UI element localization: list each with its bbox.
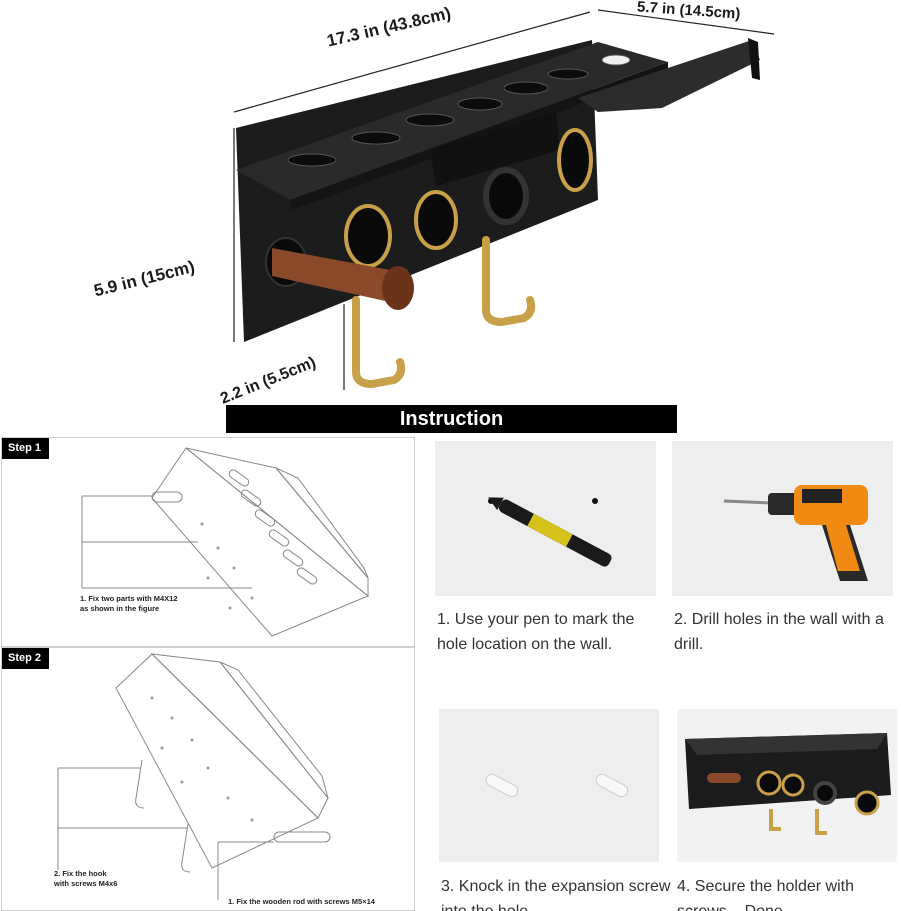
gold-hooks	[352, 236, 536, 389]
caption-step-1: 1. Use your pen to mark the hole locatio…	[437, 611, 635, 653]
product-hero: 17.3 in (43.8cm) 5.7 in (14.5cm) 5.9 in …	[0, 0, 901, 408]
wooden-rod	[265, 237, 414, 310]
step-2-panel: Step 2	[1, 647, 415, 911]
photo-mark-hole	[435, 441, 656, 596]
tool-holder-illustration	[233, 9, 775, 390]
step-1-panel: Step 1	[1, 437, 415, 647]
caption-step-3: 3. Knock in the expansion screw into the…	[441, 878, 671, 911]
caption-step-4: 4. Secure the holder with screws... Done…	[677, 878, 854, 911]
step-2-tag: Step 2	[2, 648, 50, 669]
step-2-diagram	[57, 653, 331, 900]
caption-step-2: 2. Drill holes in the wall with a drill.	[674, 611, 884, 653]
depth-dimension-line	[597, 9, 775, 35]
front-lip	[430, 112, 560, 186]
instruction-title: Instruction	[399, 407, 504, 430]
instruction-banner: Instruction	[226, 405, 677, 433]
side-tray	[578, 40, 760, 112]
step-2-rod-note: 1. Fix the wooden rod with screws M5×14	[228, 897, 375, 906]
photo-drill-holes	[672, 441, 893, 596]
installed-holder-icon	[677, 709, 897, 862]
step-1-diagram	[81, 447, 369, 637]
top-slots	[287, 54, 631, 167]
length-dimension-line	[233, 11, 591, 113]
step-1-note: 1. Fix two parts with M4X12 as shown in …	[80, 594, 178, 613]
gold-ring-holes	[344, 128, 593, 268]
step-1-tag: Step 1	[2, 438, 50, 459]
marker-pen-icon	[488, 497, 612, 567]
step-2-hook-note: 2. Fix the hook with screws M4x6	[54, 869, 118, 888]
photo-installed-holder	[677, 709, 897, 862]
wall-anchor-icon	[485, 773, 629, 798]
power-drill-icon	[723, 485, 868, 581]
photo-expansion-screw	[439, 709, 659, 862]
